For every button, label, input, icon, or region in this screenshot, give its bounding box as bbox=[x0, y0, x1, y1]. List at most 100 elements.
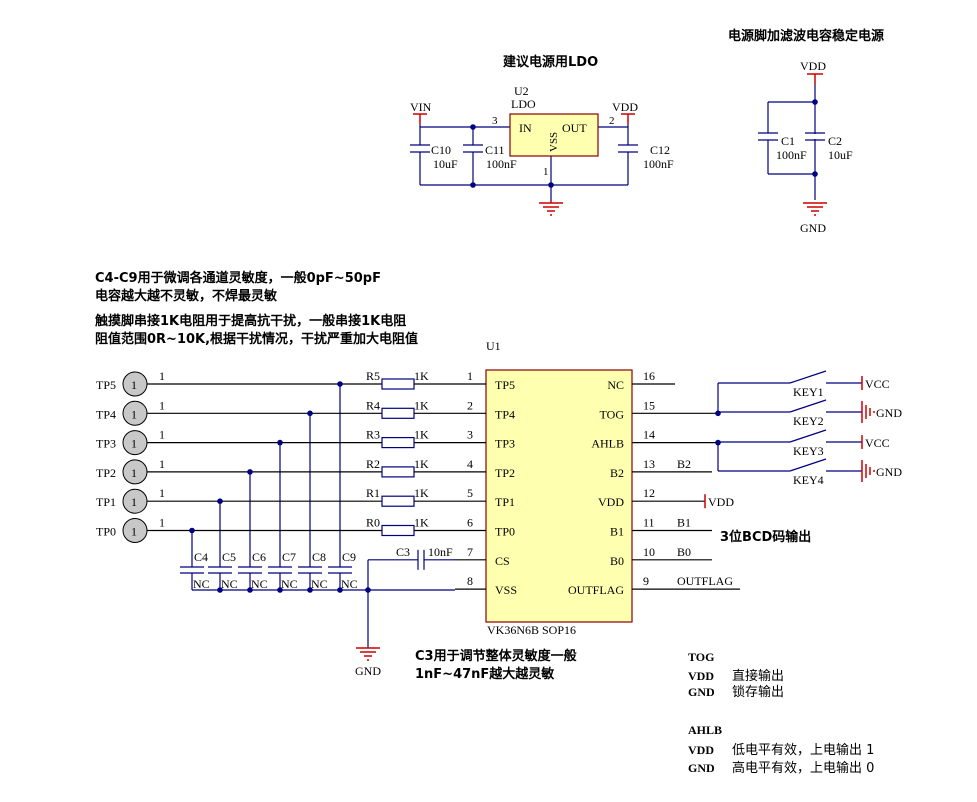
svg-text:C10: C10 bbox=[431, 143, 451, 157]
ldo-section: 建议电源用LDO VIN VDD U2 LDO bbox=[410, 54, 674, 216]
filter-title: 电源脚加滤波电容稳定电源 bbox=[728, 28, 884, 44]
u1-part: VK36N6B SOP16 bbox=[487, 623, 576, 637]
junction-dot bbox=[715, 410, 721, 417]
legend: TOG VDD 直接输出 GND 锁存输出 AHLB VDD 低电平有效，上电输… bbox=[688, 650, 874, 776]
cap-value: NC bbox=[251, 577, 268, 591]
cap-c10: C10 10uF bbox=[410, 140, 458, 171]
note-bcd: 3位BCD码输出 bbox=[720, 529, 811, 545]
u2-part: LDO bbox=[511, 97, 536, 111]
u1-left-pin-name: TP0 bbox=[495, 525, 515, 539]
junction-dot bbox=[189, 527, 195, 534]
u1-right-pin-name: VDD bbox=[598, 495, 624, 509]
junction-dot bbox=[217, 498, 223, 505]
touch-pad-ref: TP4 bbox=[96, 407, 116, 421]
u1-left-pin-num: 3 bbox=[467, 428, 473, 442]
cap-ref: C5 bbox=[222, 550, 236, 564]
ldo-title: 建议电源用LDO bbox=[503, 54, 598, 70]
u2-pin-vss: VSS bbox=[548, 132, 560, 152]
touch-pad-ref: TP5 bbox=[96, 378, 116, 392]
net-outflag-label: OUTFLAG bbox=[677, 574, 733, 588]
ldo-vdd-label: VDD bbox=[612, 100, 638, 114]
main-gnd-symbol: GND bbox=[355, 647, 381, 678]
u1-ref: U1 bbox=[486, 339, 501, 353]
cap-value: NC bbox=[311, 577, 328, 591]
u1-right-pin-name: B0 bbox=[610, 554, 624, 568]
junction-dot bbox=[307, 410, 313, 417]
touch-pad-label: 1 bbox=[131, 378, 137, 392]
note-c3-line2: 1nF~47nF越大越灵敏 bbox=[415, 666, 555, 682]
u1-right-pin-name: B1 bbox=[610, 525, 624, 539]
cap-value: NC bbox=[281, 577, 298, 591]
u1-left-pin-name: TP3 bbox=[495, 437, 515, 451]
key-switch-key3: KEY3 VCC bbox=[718, 429, 890, 458]
resistor-body bbox=[381, 524, 415, 537]
cap-c1-value: 100nF bbox=[776, 148, 807, 162]
key-blade bbox=[789, 429, 827, 443]
u2-pin-out: OUT bbox=[562, 121, 587, 135]
cap-ref: C9 bbox=[342, 550, 356, 564]
u2-body bbox=[509, 113, 599, 157]
key-ref: KEY3 bbox=[793, 444, 824, 458]
u1-right-pin-num: 12 bbox=[643, 486, 655, 500]
cap-value: NC bbox=[341, 577, 358, 591]
u1-right-pin-num: 16 bbox=[643, 369, 655, 383]
cap-value: NC bbox=[193, 577, 210, 591]
u1-right-pin-num: 13 bbox=[643, 457, 655, 471]
net-b2-label: B2 bbox=[677, 457, 691, 471]
u2-pin3-num: 3 bbox=[492, 115, 498, 127]
touch-pad-label: 1 bbox=[131, 407, 137, 421]
filter-gnd-symbol bbox=[803, 202, 827, 216]
u1-left-pin-name: VSS bbox=[495, 583, 517, 597]
u2-pin-in: IN bbox=[519, 121, 532, 135]
key-ref: KEY2 bbox=[793, 414, 824, 428]
cap-ref: C6 bbox=[252, 550, 266, 564]
cap-c12: C12 100nF bbox=[618, 140, 674, 171]
u1-right-pin-num: 14 bbox=[643, 428, 655, 442]
cap-ref: C7 bbox=[282, 550, 296, 564]
touch-pad-label: 1 bbox=[131, 495, 137, 509]
u1-right-pin-num: 15 bbox=[643, 398, 655, 412]
resistor-body bbox=[381, 437, 415, 449]
resistor-value: 1K bbox=[414, 486, 429, 500]
resistor-ref: R3 bbox=[366, 428, 380, 442]
vcc-label: VCC bbox=[865, 436, 890, 450]
resistor-ref: R4 bbox=[366, 398, 380, 412]
touch-pad-pin-num: 1 bbox=[159, 398, 165, 412]
touch-pad-tp4: TP4 1 1 bbox=[96, 398, 382, 426]
note-c4c9-line1: C4-C9用于微调各通道灵敏度，一般0pF~50pF bbox=[95, 270, 381, 286]
main-gnd-label: GND bbox=[355, 664, 381, 678]
touch-pad-pin-num: 1 bbox=[159, 428, 165, 442]
resistor-body bbox=[381, 378, 415, 390]
svg-text:100nF: 100nF bbox=[643, 157, 674, 171]
legend-ahlb-row1-val: 低电平有效，上电输出 1 bbox=[732, 742, 874, 758]
vin-label: VIN bbox=[410, 100, 432, 114]
vcc-label: VCC bbox=[865, 377, 890, 391]
note-res-line2: 阻值范围0R~10K,根据干扰情况，干扰严重加大电阻值 bbox=[95, 331, 418, 347]
u1-right-pin-name: OUTFLAG bbox=[568, 583, 624, 597]
touch-pad-pin-num: 1 bbox=[159, 486, 165, 500]
legend-tog-row1-val: 直接输出 bbox=[732, 668, 784, 684]
u1-left-pin-name: TP2 bbox=[495, 466, 515, 480]
gnd-label: GND bbox=[876, 406, 902, 420]
touch-pad-ref: TP2 bbox=[96, 466, 116, 480]
cap-ref: C4 bbox=[194, 550, 208, 564]
u1-right-pin-num: 10 bbox=[643, 545, 655, 559]
u1-right-pin-name: TOG bbox=[600, 407, 625, 421]
touch-pad-ref: TP1 bbox=[96, 495, 116, 509]
filter-gnd-label: GND bbox=[800, 221, 826, 235]
touch-pad-label: 1 bbox=[131, 525, 137, 539]
